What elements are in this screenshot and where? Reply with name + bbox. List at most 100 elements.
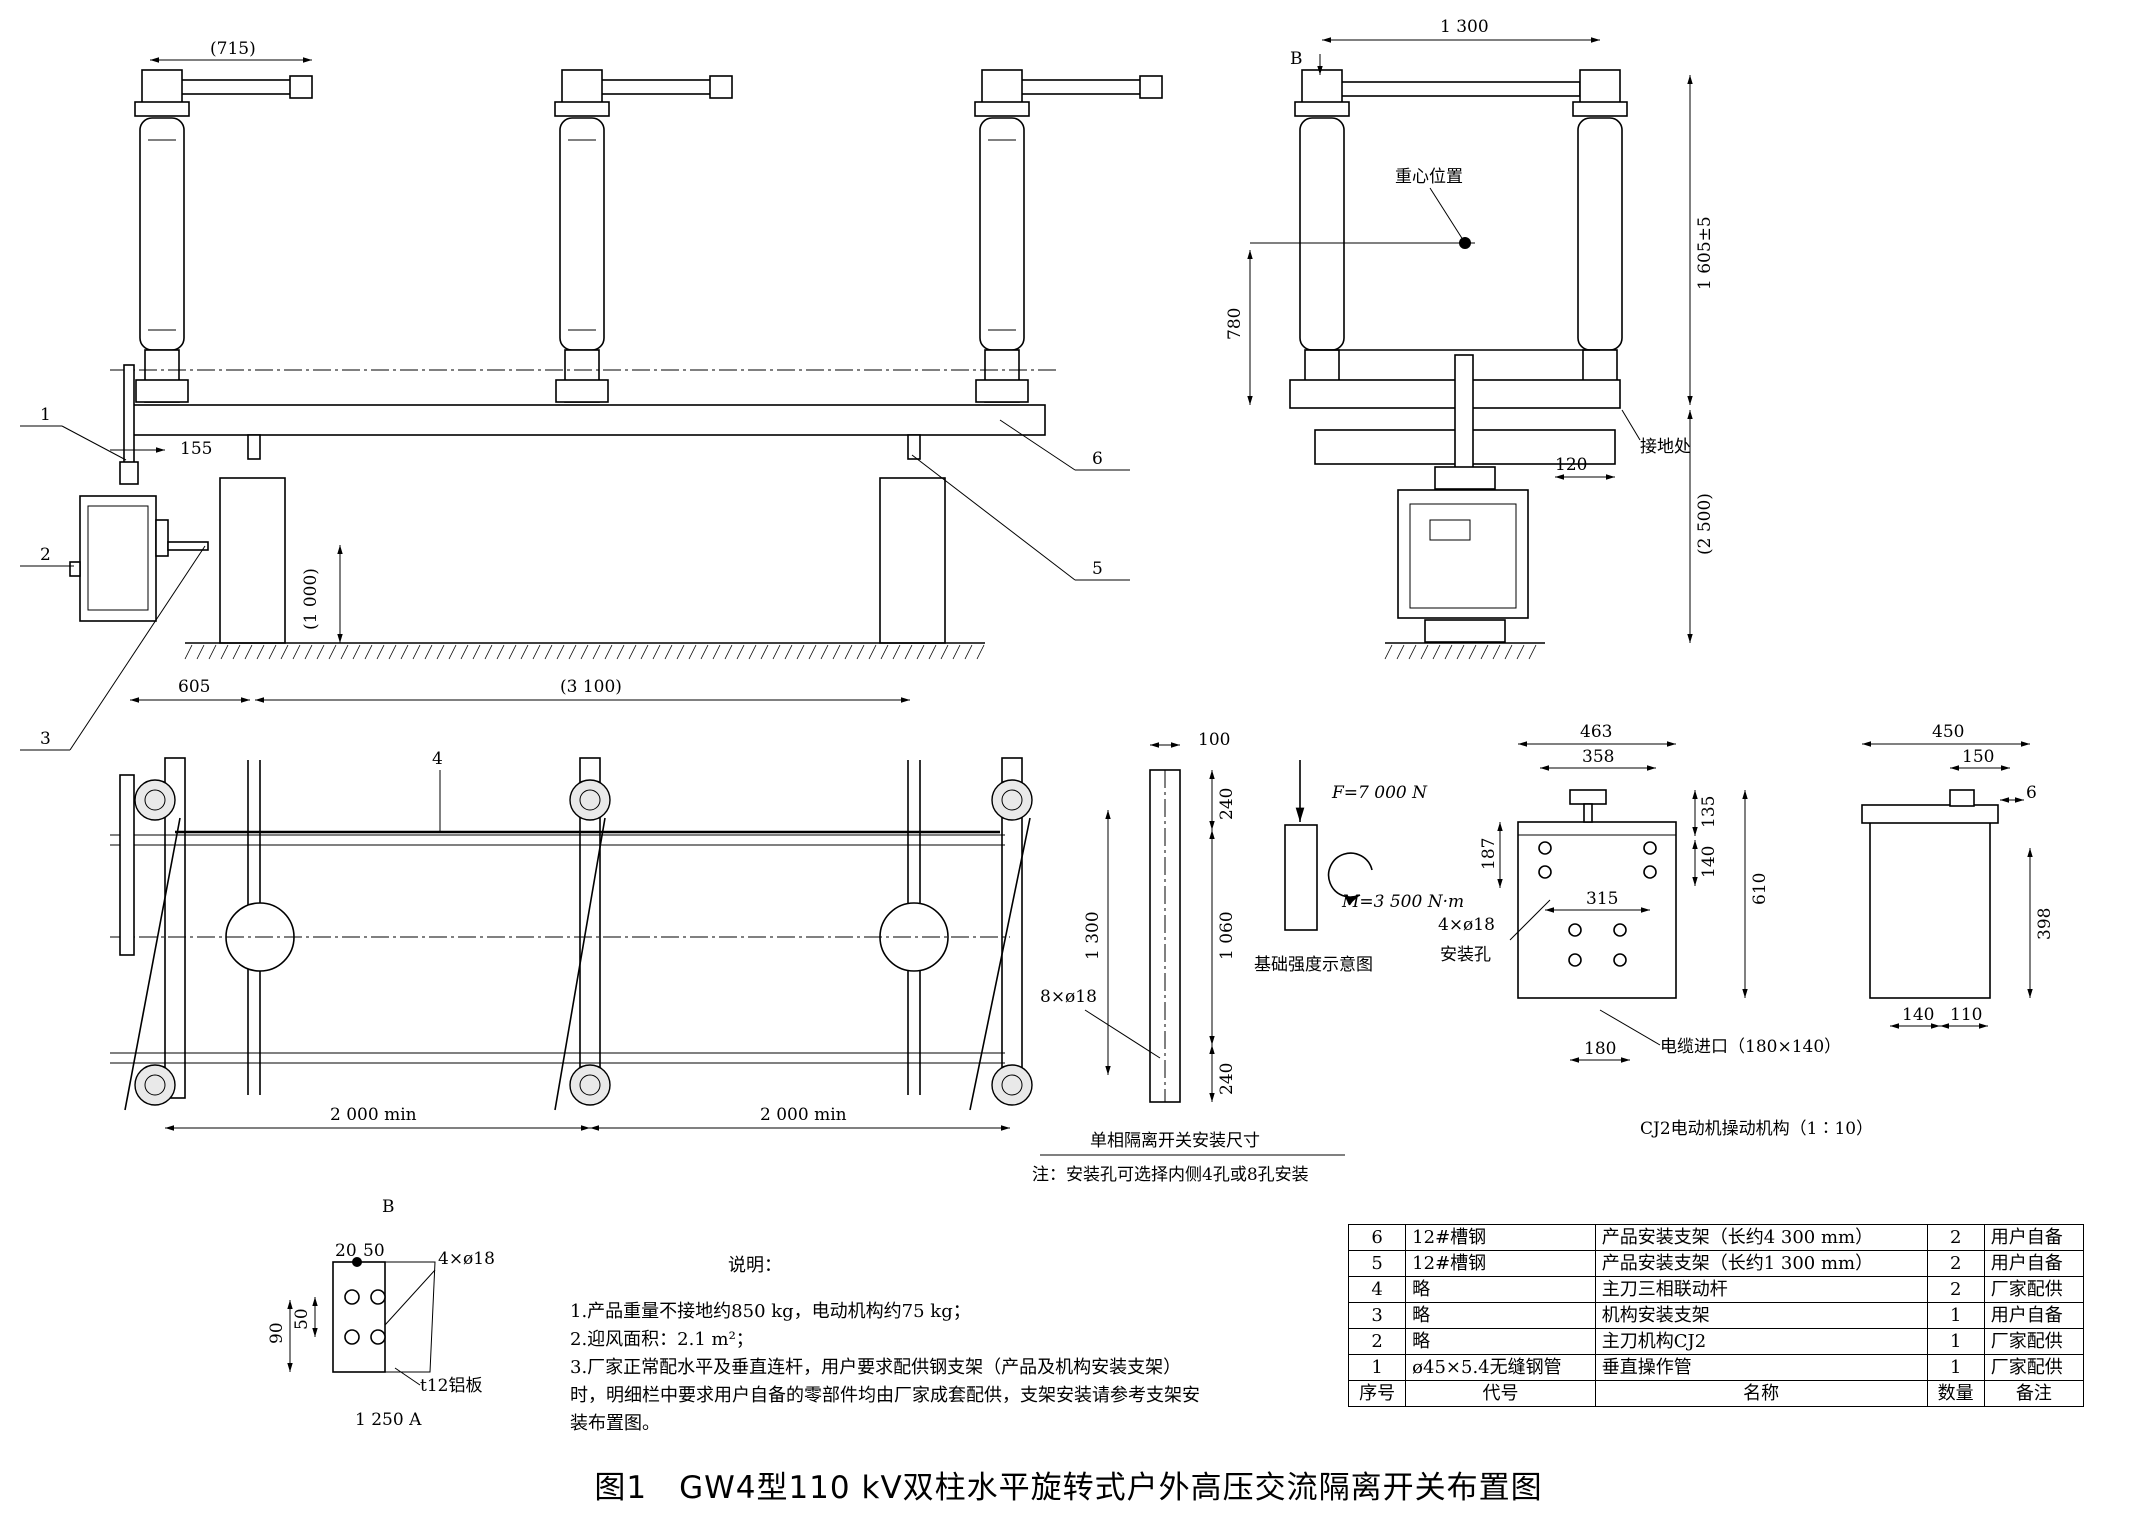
mount-hole-label: 8×ø18 <box>1040 987 1097 1007</box>
side-insulator-left <box>1294 69 1350 403</box>
dim-total-height: (2 500) <box>1695 493 1715 555</box>
ground-label: 接地处 <box>1640 437 1691 457</box>
callout-5: 5 <box>911 454 1130 581</box>
mounting-hole <box>1538 841 1552 855</box>
insulator-column-c <box>974 69 1030 403</box>
svg-text:5: 5 <box>1092 559 1103 579</box>
callout-2: 2 <box>20 545 74 567</box>
callout-6: 6 <box>999 419 1130 471</box>
mounting-hole <box>1613 953 1627 967</box>
mech-dim-bottom: 180 <box>1584 1039 1616 1059</box>
mounting-hole <box>1613 923 1627 937</box>
mechanism-box-front <box>69 495 209 622</box>
side-dim-edge: 6 <box>2026 783 2037 803</box>
cg-label: 重心位置 <box>1395 167 1463 187</box>
side-dim-inner: 150 <box>1962 747 1994 767</box>
mech-dim-inner: 358 <box>1582 747 1614 767</box>
side-view: 1 300 B 1 605±5 780 (2 500) 120 重心位置 接地处 <box>1225 17 1715 660</box>
mount-title: 单相隔离开关安装尺寸 <box>1090 1131 1260 1151</box>
svg-text:2: 2 <box>40 545 51 565</box>
mounting-hole <box>1643 841 1657 855</box>
cable-label: 电缆进口（180×140） <box>1660 1037 1841 1057</box>
mech-dim-mid-v: 140 <box>1699 846 1719 878</box>
mounting-hole <box>1643 865 1657 879</box>
side-dim-bottom-1: 140 <box>1902 1005 1934 1025</box>
force-label: F=7 000 N <box>1331 783 1428 803</box>
side-dim-outer: 450 <box>1932 722 1964 742</box>
mech-hole-label: 4×ø18 <box>1438 915 1495 935</box>
mech-dim-left-v: 187 <box>1479 838 1499 870</box>
mount-dim-end-1: 240 <box>1217 788 1237 820</box>
foundation-title: 基础强度示意图 <box>1254 955 1373 975</box>
table-row: 1 ø45×5.4无缝钢管 垂直操作管 1 厂家配供 <box>1347 1354 2085 1381</box>
table-row: 2 略 主刀机构CJ2 1 厂家配供 <box>1347 1328 2085 1355</box>
ground-line-front <box>184 642 985 660</box>
mech-dim-top-v: 135 <box>1699 796 1719 828</box>
detail-dim-b: 50 <box>363 1241 385 1261</box>
mount-dim-mid: 1 060 <box>1217 911 1237 960</box>
mounting-hole <box>1568 953 1582 967</box>
plan-view: 4 2 000 min 2 000 min <box>110 749 1033 1131</box>
svg-text:6: 6 <box>1092 449 1103 469</box>
front-view: (715) 155 (1 000) 605 (3 100) 1 2 3 6 <box>20 39 1163 751</box>
dim-op-height: (1 000) <box>301 568 321 630</box>
foundation-post-left <box>219 434 286 644</box>
note-item: 1.产品重量不接地约850 kg，电动机构约75 kg； <box>570 1301 971 1322</box>
detail-dim-a: 20 <box>335 1241 357 1261</box>
dim-span: (3 100) <box>560 677 622 697</box>
mount-dim-end-2: 240 <box>1217 1063 1237 1095</box>
mount-note: 注：安装孔可选择内侧4孔或8孔安装 <box>1032 1165 1309 1185</box>
support-beam <box>129 404 1046 436</box>
dim-ground-offset: 120 <box>1555 455 1587 475</box>
callout-3: 3 <box>20 545 206 751</box>
detail-hole-label: 4×ø18 <box>438 1249 495 1269</box>
mech-hole-name: 安装孔 <box>1440 945 1491 965</box>
side-insulator-right <box>1572 69 1628 403</box>
svg-text:3: 3 <box>40 729 51 749</box>
table-row: 5 12#槽钢 产品安装支架（长约1 300 mm） 2 用户自备 <box>1347 1250 2085 1277</box>
operating-pipe <box>119 364 139 485</box>
table-row: 4 略 主刀三相联动杆 2 厂家配供 <box>1347 1276 2085 1303</box>
foundation-post-right <box>879 434 946 644</box>
dim-phase-gap-2: 2 000 min <box>760 1105 847 1125</box>
dim-side-width: 1 300 <box>1440 17 1489 37</box>
side-dim-height: 398 <box>2035 908 2055 940</box>
plan-insulator-tops <box>134 779 1033 1106</box>
table-row: 6 12#槽钢 产品安装支架（长约4 300 mm） 2 用户自备 <box>1347 1224 2085 1251</box>
mechanism-title: CJ2电动机操动机构（1∶10） <box>1640 1119 1873 1139</box>
mech-dim-outer: 463 <box>1580 722 1612 742</box>
detail-b: B 90 50 20 50 4×ø18 t12铝板 1 250 A <box>267 1197 495 1430</box>
callout-1: 1 <box>20 405 127 461</box>
dim-side-height: 1 605±5 <box>1695 216 1715 290</box>
insulator-column-a <box>134 69 190 403</box>
dim-arm: (715) <box>210 39 256 59</box>
dim-cg-height: 780 <box>1225 308 1245 340</box>
detail-rating: 1 250 A <box>355 1410 422 1430</box>
mech-dim-hole-span: 315 <box>1586 889 1618 909</box>
note-item: 3.厂家正常配水平及垂直连杆，用户要求配供钢支架（产品及机构安装支架）时，明细栏… <box>570 1357 1200 1434</box>
mounting-hole <box>1538 865 1552 879</box>
detail-dim-outer-v: 90 <box>267 1322 287 1344</box>
foundation-diagram: F=7 000 N M=3 500 N·m 基础强度示意图 <box>1254 760 1464 975</box>
callout-4: 4 <box>432 749 443 769</box>
figure-caption: 图1 GW4型110 kV双柱水平旋转式户外高压交流隔离开关布置图 <box>594 1470 1543 1506</box>
notes-title: 说明： <box>728 1255 782 1276</box>
table-row: 3 略 机构安装支架 1 用户自备 <box>1347 1302 2085 1329</box>
dim-left-offset: 155 <box>180 439 212 459</box>
parts-table: 6 12#槽钢 产品安装支架（长约4 300 mm） 2 用户自备 5 12#槽… <box>1347 1224 2085 1407</box>
mount-dim-width: 100 <box>1198 730 1230 750</box>
mech-dim-height: 610 <box>1750 873 1770 905</box>
insulator-column-b <box>554 69 610 403</box>
mount-dim-span: 1 300 <box>1083 911 1103 960</box>
mounting-hole <box>1568 923 1582 937</box>
view-b-marker: B <box>1290 49 1303 69</box>
table-header-row: 序号 代号 名称 数量 备注 <box>1347 1380 2085 1407</box>
side-dim-bottom-2: 110 <box>1950 1005 1982 1025</box>
mechanism-side: 450 150 6 398 140 110 CJ2电动机操动机构（1∶10） <box>1640 722 2055 1139</box>
note-item: 2.迎风面积：2.1 m²； <box>570 1329 754 1350</box>
detail-plate: t12铝板 <box>420 1376 482 1396</box>
dim-left-span: 605 <box>178 677 210 697</box>
mount-view: 100 240 1 060 240 1 300 8×ø18 单相隔离开关安装尺寸… <box>1032 730 1345 1185</box>
ground-line-side <box>1384 642 1545 660</box>
